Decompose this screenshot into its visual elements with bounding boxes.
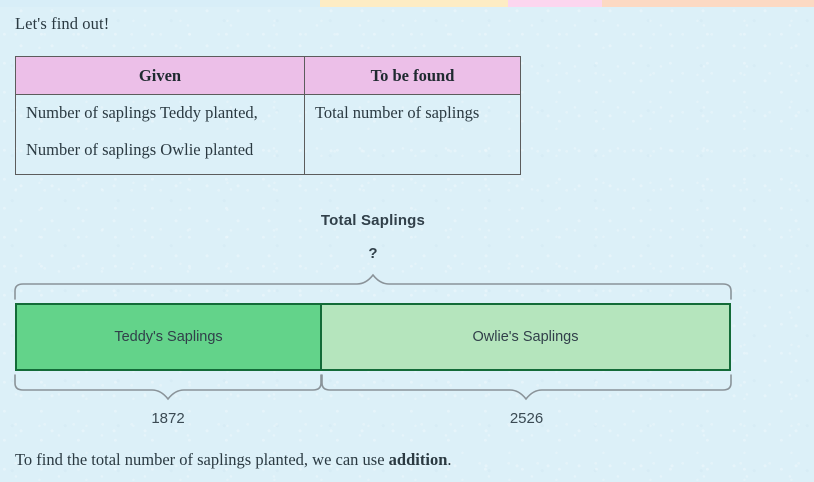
bar-segment-owlie: Owlie's Saplings bbox=[322, 305, 729, 369]
table-header: Given To be found bbox=[15, 56, 521, 95]
given-line-owlie: Number of saplings Owlie planted bbox=[26, 139, 254, 159]
table-header-to-be-found: To be found bbox=[304, 56, 521, 95]
closing-text-before: To find the total number of saplings pla… bbox=[15, 450, 389, 469]
closing-text-after: . bbox=[447, 450, 452, 469]
table-cell-to-be-found: Total number of saplings bbox=[304, 94, 521, 175]
diagram-title: Total Saplings bbox=[320, 212, 426, 229]
segment-peach bbox=[602, 0, 814, 7]
brace-teddy-icon bbox=[14, 374, 322, 401]
segment-blue bbox=[0, 0, 320, 7]
closing-text-emphasis: addition bbox=[388, 450, 448, 469]
table-header-row: Given To be found bbox=[15, 56, 521, 95]
table-cell-given: Number of saplings Teddy planted, Number… bbox=[15, 94, 305, 175]
bar-label-owlie: Owlie's Saplings bbox=[472, 329, 579, 345]
segment-cream-1 bbox=[320, 0, 412, 7]
bar-label-teddy: Teddy's Saplings bbox=[114, 329, 223, 345]
diagram-total-value: ? bbox=[368, 245, 378, 262]
brace-owlie-icon bbox=[321, 374, 732, 401]
segment-pink bbox=[508, 0, 602, 7]
given-to-be-found-table: Given To be found Number of saplings Ted… bbox=[15, 56, 521, 175]
bar-model: Teddy's Saplings Owlie's Saplings bbox=[15, 303, 731, 371]
table-body: Number of saplings Teddy planted, Number… bbox=[15, 94, 521, 175]
table-row: Number of saplings Teddy planted, Number… bbox=[15, 94, 521, 175]
given-line-teddy: Number of saplings Teddy planted, bbox=[26, 103, 258, 122]
segment-cream-2 bbox=[412, 0, 508, 7]
top-color-strip bbox=[0, 0, 814, 7]
bar-value-teddy: 1872 bbox=[151, 410, 185, 427]
closing-text: To find the total number of saplings pla… bbox=[15, 450, 452, 470]
bar-segment-teddy: Teddy's Saplings bbox=[17, 305, 322, 369]
table-header-given: Given bbox=[15, 56, 305, 95]
bar-value-owlie: 2526 bbox=[509, 410, 544, 427]
brace-total-icon bbox=[14, 273, 732, 300]
intro-text: Let's find out! bbox=[15, 14, 110, 33]
